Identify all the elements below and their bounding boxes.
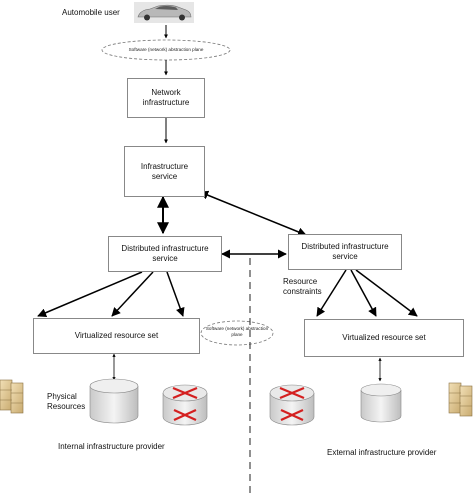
- distributed-service-left-box: Distributed infrastructure service: [108, 236, 222, 272]
- network-infrastructure-box: Network infrastructure: [127, 78, 205, 118]
- physical-resources-label: Physical Resources: [47, 392, 86, 411]
- virtualized-resource-set-left-box: Virtualized resource set: [33, 318, 200, 354]
- storage-disk-icon: [89, 378, 139, 424]
- connection-arrows: [37, 25, 418, 382]
- infrastructure-service-box: Infrastructure service: [124, 146, 205, 197]
- abstraction-plane-mid-label: Software (network) abstraction plane: [205, 326, 269, 337]
- server-icon: [0, 379, 24, 414]
- external-provider-label: External infrastructure provider: [327, 448, 437, 457]
- router-icon: [269, 384, 315, 426]
- abstraction-plane-mid-ellipse: [200, 320, 274, 346]
- server-icon: [448, 382, 473, 417]
- car-icon: [134, 2, 194, 23]
- storage-disk-icon: [360, 383, 402, 423]
- resource-constraints-label: Resource constraints: [283, 277, 322, 296]
- virtualized-resource-set-right-box: Virtualized resource set: [304, 319, 464, 357]
- abstraction-plane-top-label: Software (network) abstraction plane: [128, 47, 204, 52]
- internal-provider-label: Internal infrastructure provider: [58, 442, 165, 451]
- automobile-user-label: Automobile user: [62, 8, 120, 17]
- router-icon: [162, 384, 208, 426]
- distributed-service-right-box: Distributed infrastructure service: [288, 234, 402, 270]
